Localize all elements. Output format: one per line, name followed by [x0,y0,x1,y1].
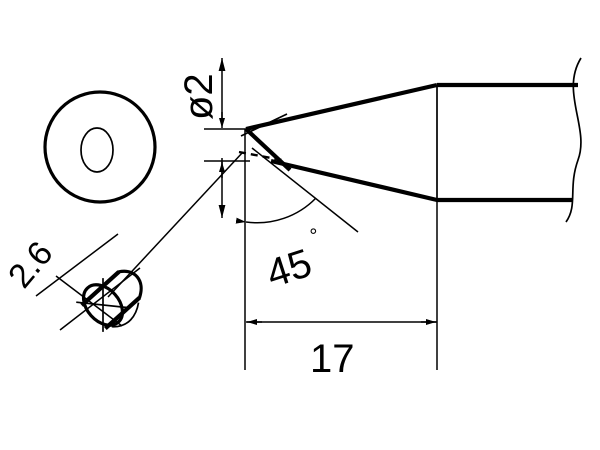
diameter-label: ø2 [177,73,221,120]
end-view-outer-circle [43,90,157,204]
detail-lower-sweep [111,302,140,328]
bevel-face-edge [244,127,292,172]
end-view-inner-bore [80,127,114,173]
detail-rounded-end [117,269,143,300]
detail-bottom-edge [103,296,141,331]
bevel-ext-line-a [35,233,119,297]
detail-bevel-ellipse [81,283,125,327]
side-profile-view [238,57,582,223]
tip-bottom-taper-edge [270,158,438,203]
angle-leader-ray [251,147,359,233]
end-view-circle [43,90,157,204]
angle-label: 45 [261,241,317,297]
break-line-s-curve [565,57,582,223]
detail-cross-line-b [102,278,104,332]
degree-symbol: ° [308,224,322,247]
length-dimension-group: 17 [246,200,438,381]
bevel-ext-line-b [59,267,141,331]
diameter-dimension-group: ø2 [177,58,250,218]
bevel-width-label: 2.6 [1,235,60,296]
bevel-dim-line [55,275,123,327]
bevel-crossing-line [240,113,288,137]
angle-annotation-group: 45 ° [235,129,359,370]
angle-arc [235,197,317,224]
detail-leader-line [107,151,244,298]
length-label: 17 [310,337,355,381]
tip-top-taper-edge [245,82,438,132]
hidden-bevel-line [238,150,283,162]
bevel-face-detail [76,269,143,332]
detail-leader-group [107,151,244,298]
